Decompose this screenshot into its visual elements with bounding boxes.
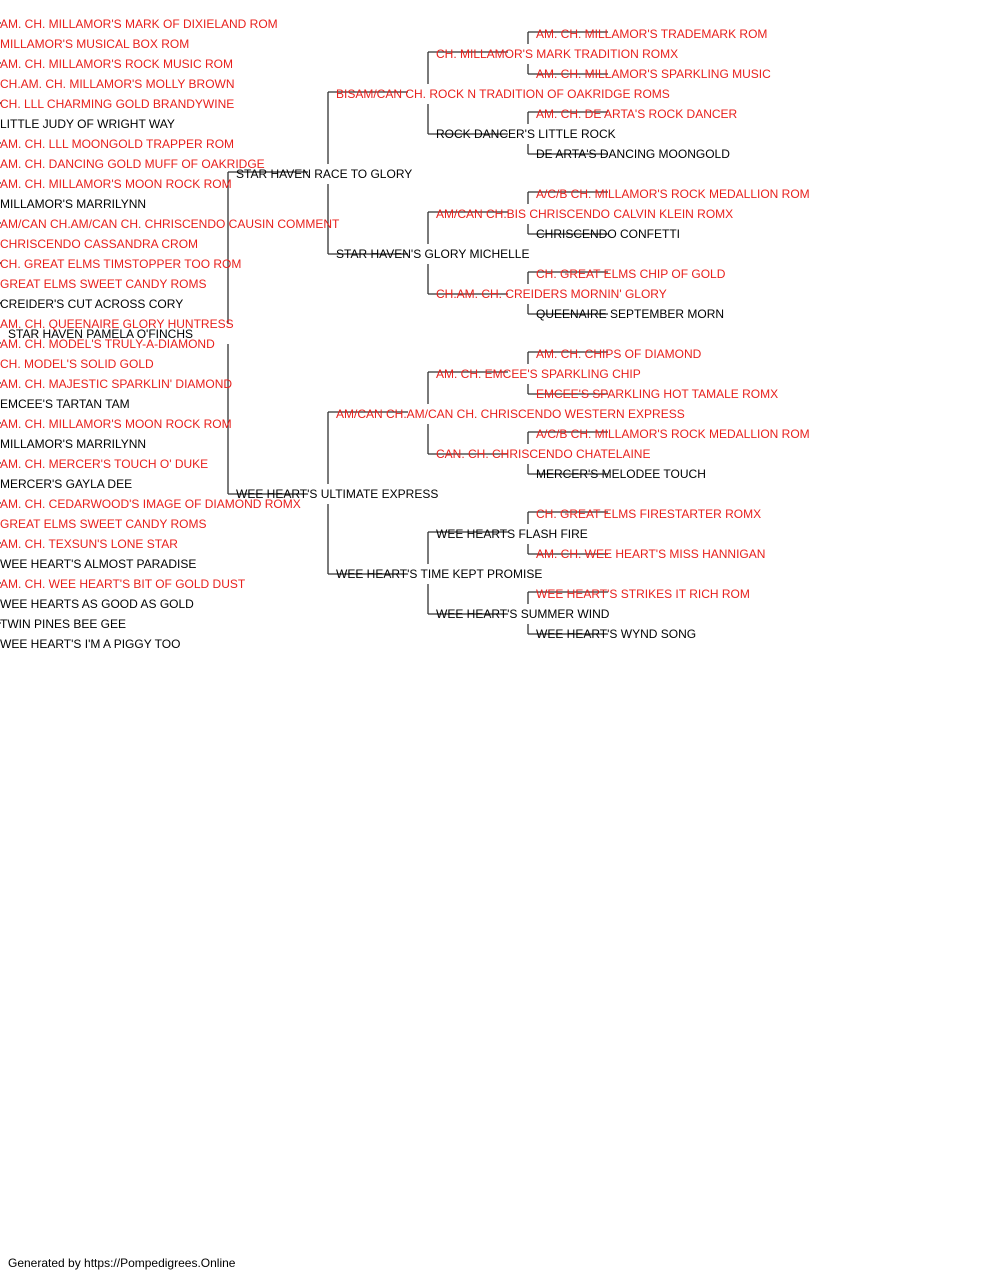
dog-name-sire-dam-sire: AM/CAN CH.BIS CHRISCENDO CALVIN KLEIN RO… — [436, 207, 733, 221]
dog-name-sire-dam-dam-sire-dam: GREAT ELMS SWEET CANDY ROMS — [0, 277, 206, 291]
dog-name-dam-sire-sire-sire: AM. CH. CHIPS OF DIAMOND — [536, 347, 702, 361]
dog-name-sire: STAR HAVEN RACE TO GLORY — [236, 167, 412, 181]
dog-name-dam-sire-dam-sire-sire: AM. CH. MILLAMOR'S MOON ROCK ROM — [0, 417, 232, 431]
dog-name-dam-dam-dam: WEE HEART'S SUMMER WIND — [436, 607, 610, 621]
dog-name-sire-sire-sire-sire-sire: AM. CH. MILLAMOR'S MARK OF DIXIELAND ROM — [0, 17, 278, 31]
dog-name-dam-dam-sire-dam-dam: WEE HEART'S ALMOST PARADISE — [0, 557, 196, 571]
dog-name-dam-sire-sire-sire-dam: CH. MODEL'S SOLID GOLD — [0, 357, 154, 371]
dog-name-sire-sire-dam-sire-sire: CH. LLL CHARMING GOLD BRANDYWINE — [0, 97, 234, 111]
dog-name-sire-dam-dam-dam-sire: CREIDER'S CUT ACROSS CORY — [0, 297, 183, 311]
footer-credit: Generated by https://Pompedigrees.Online — [8, 1256, 236, 1270]
dog-name-sire-sire-dam-dam-dam: AM. CH. DANCING GOLD MUFF OF OAKRIDGE — [0, 157, 265, 171]
dog-name-dam-sire-sire-sire-sire: AM. CH. MODEL'S TRULY-A-DIAMOND — [0, 337, 215, 351]
dog-name-dam-dam-sire: WEE HEARTS FLASH FIRE — [436, 527, 588, 541]
dog-name-dam-dam-sire-sire: CH. GREAT ELMS FIRESTARTER ROMX — [536, 507, 761, 521]
dog-name-sire-sire-dam-dam-sire: AM. CH. LLL MOONGOLD TRAPPER ROM — [0, 137, 234, 151]
dog-name-dam-dam-dam-dam-dam: WEE HEART'S I'M A PIGGY TOO — [0, 637, 180, 651]
dog-name-sire-sire-sire: CH. MILLAMOR'S MARK TRADITION ROMX — [436, 47, 678, 61]
dog-name-dam-dam-sire-dam: AM. CH. WEE HEART'S MISS HANNIGAN — [536, 547, 765, 561]
dog-name-sire-sire-dam-dam: DE ARTA'S DANCING MOONGOLD — [536, 147, 730, 161]
dog-name-dam-sire-dam-sire-dam: MILLAMOR'S MARRILYNN — [0, 437, 146, 451]
dog-name-sire-dam-dam-sire: CH. GREAT ELMS CHIP OF GOLD — [536, 267, 726, 281]
dog-name-sire-dam-sire-dam-sire: AM/CAN CH.AM/CAN CH. CHRISCENDO CAUSIN C… — [0, 217, 340, 231]
dog-name-dam-sire-dam: CAN. CH. CHRISCENDO CHATELAINE — [436, 447, 650, 461]
dog-name-sire-dam-sire-dam-dam: CHRISCENDO CASSANDRA CROM — [0, 237, 198, 251]
dog-name-dam-sire-dam-sire: A/C/B CH. MILLAMOR'S ROCK MEDALLION ROM — [536, 427, 810, 441]
dog-name-dam-dam-sire-dam-sire: AM. CH. TEXSUN'S LONE STAR — [0, 537, 178, 551]
dog-name-sire-dam-dam-sire-sire: CH. GREAT ELMS TIMSTOPPER TOO ROM — [0, 257, 241, 271]
dog-name-dam-dam-dam-sire-sire: AM. CH. WEE HEART'S BIT OF GOLD DUST — [0, 577, 246, 591]
dog-name-sire-sire-dam-sire: AM. CH. DE ARTA'S ROCK DANCER — [536, 107, 738, 121]
dog-name-sire-dam-sire-dam: CHRISCENDO CONFETTI — [536, 227, 680, 241]
dog-name-sire-dam-dam-dam-dam: AM. CH. QUEENAIRE GLORY HUNTRESS — [0, 317, 234, 331]
dog-name-sire-sire-sire-dam-sire: AM. CH. MILLAMOR'S ROCK MUSIC ROM — [0, 57, 233, 71]
dog-name-sire-sire-sire-sire-dam: MILLAMOR'S MUSICAL BOX ROM — [0, 37, 189, 51]
dog-name-sire-dam-sire-sire-sire: AM. CH. MILLAMOR'S MOON ROCK ROM — [0, 177, 232, 191]
dog-name-sire-sire-sire-sire: AM. CH. MILLAMOR'S TRADEMARK ROM — [536, 27, 767, 41]
dog-name-dam-sire: AM/CAN CH.AM/CAN CH. CHRISCENDO WESTERN … — [336, 407, 685, 421]
dog-name-dam-dam-sire-sire-dam: GREAT ELMS SWEET CANDY ROMS — [0, 517, 206, 531]
dog-name-dam-sire-sire: AM. CH. EMCEE'S SPARKLING CHIP — [436, 367, 641, 381]
dog-name-dam-dam-dam-dam: WEE HEART'S WYND SONG — [536, 627, 696, 641]
dog-name-dam-dam-dam-sire-dam: WEE HEARTS AS GOOD AS GOLD — [0, 597, 194, 611]
dog-name-sire-sire: BISAM/CAN CH. ROCK N TRADITION OF OAKRID… — [336, 87, 670, 101]
dog-name-dam-sire-sire-dam-sire: AM. CH. MAJESTIC SPARKLIN' DIAMOND — [0, 377, 232, 391]
dog-name-dam-sire-dam-dam: MERCER'S MELODEE TOUCH — [536, 467, 706, 481]
dog-name-sire-sire-dam-sire-dam: LITTLE JUDY OF WRIGHT WAY — [0, 117, 175, 131]
dog-name-sire-sire-dam: ROCK DANCER'S LITTLE ROCK — [436, 127, 616, 141]
dog-name-sire-dam-dam: CH.AM. CH. CREIDERS MORNIN' GLORY — [436, 287, 667, 301]
dog-name-sire-dam-sire-sire-dam: MILLAMOR'S MARRILYNN — [0, 197, 146, 211]
dog-name-sire-dam-sire-sire: A/C/B CH. MILLAMOR'S ROCK MEDALLION ROM — [536, 187, 810, 201]
dog-name-dam: WEE HEART'S ULTIMATE EXPRESS — [236, 487, 438, 501]
dog-name-sire-dam: STAR HAVEN'S GLORY MICHELLE — [336, 247, 529, 261]
dog-name-dam-sire-sire-dam: EMCEE'S SPARKLING HOT TAMALE ROMX — [536, 387, 778, 401]
dog-name-dam-dam-dam-sire: WEE HEART'S STRIKES IT RICH ROM — [536, 587, 750, 601]
dog-name-sire-sire-sire-dam-dam: CH.AM. CH. MILLAMOR'S MOLLY BROWN — [0, 77, 235, 91]
dog-name-dam-sire-dam-dam-dam: MERCER'S GAYLA DEE — [0, 477, 132, 491]
dog-name-sire-sire-sire-dam: AM. CH. MILLAMOR'S SPARKLING MUSIC — [536, 67, 771, 81]
dog-name-dam-dam-dam-dam-sire: TWIN PINES BEE GEE — [0, 617, 126, 631]
dog-name-sire-dam-dam-dam: QUEENAIRE SEPTEMBER MORN — [536, 307, 724, 321]
dog-name-dam-dam-sire-sire-sire: AM. CH. CEDARWOOD'S IMAGE OF DIAMOND ROM… — [0, 497, 301, 511]
dog-name-subject: STAR HAVEN PAMELA O'FINCHS — [8, 327, 193, 341]
dog-name-dam-dam: WEE HEART'S TIME KEPT PROMISE — [336, 567, 542, 581]
dog-name-dam-sire-dam-dam-sire: AM. CH. MERCER'S TOUCH O' DUKE — [0, 457, 208, 471]
dog-name-dam-sire-sire-dam-dam: EMCEE'S TARTAN TAM — [0, 397, 130, 411]
